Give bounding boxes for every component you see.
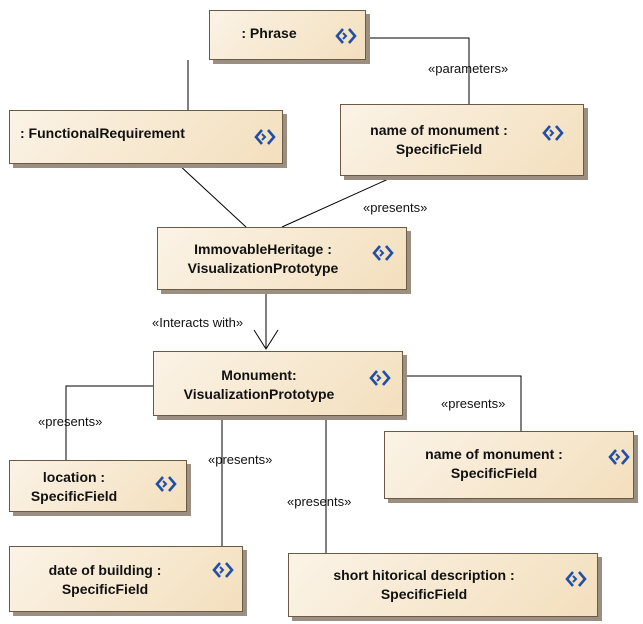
object-instance-icon <box>565 571 587 587</box>
node-label: name of monument : SpecificField <box>341 121 537 159</box>
object-instance-icon <box>212 562 234 578</box>
connector-presents-top <box>281 175 396 228</box>
connector-requirement-heritage <box>177 163 247 228</box>
node-label-line2: SpecificField <box>395 141 483 157</box>
node-label-line2: VisualizationPrototype <box>187 260 339 276</box>
node-label-line1: name of monument : <box>370 122 508 138</box>
node-date-of-building[interactable]: date of building : SpecificField <box>9 546 243 612</box>
object-instance-icon <box>369 370 391 386</box>
node-label: : FunctionalRequirement <box>20 124 250 143</box>
node-label-line2: SpecificField <box>61 581 149 597</box>
node-label-line1: name of monument : <box>425 446 563 462</box>
stereotype-interacts-with: «Interacts with» <box>152 315 244 330</box>
node-location[interactable]: location : SpecificField <box>9 460 187 512</box>
node-label-line1: : Phrase <box>241 25 297 41</box>
node-short-description[interactable]: short hitorical description : SpecificFi… <box>288 553 598 617</box>
node-functional-requirement[interactable]: : FunctionalRequirement <box>9 110 283 164</box>
object-instance-icon <box>254 129 276 145</box>
object-instance-icon <box>608 449 630 465</box>
node-label-line1: date of building : <box>48 562 162 578</box>
stereotype-parameters: «parameters» <box>428 61 509 76</box>
node-label-line2: SpecificField <box>30 488 118 504</box>
node-name-of-monument-top[interactable]: name of monument : SpecificField <box>340 104 584 176</box>
node-phrase[interactable]: : Phrase <box>209 10 366 60</box>
node-label-line1: ImmovableHeritage : <box>194 241 332 257</box>
object-instance-icon <box>155 476 177 492</box>
node-label-line1: short hitorical description : <box>333 567 515 583</box>
node-label-line2: SpecificField <box>450 465 538 481</box>
connector-presents-right <box>403 375 522 431</box>
node-label-line1: : FunctionalRequirement <box>20 125 185 141</box>
connector-parameters <box>366 37 470 104</box>
node-label: : Phrase <box>224 24 314 43</box>
node-label-line2: SpecificField <box>380 586 468 602</box>
node-label: Monument: VisualizationPrototype <box>154 366 364 404</box>
node-label-line1: Monument: <box>221 367 297 383</box>
object-instance-icon <box>335 28 357 44</box>
node-monument[interactable]: Monument: VisualizationPrototype <box>153 351 403 416</box>
node-label-line1: location : <box>42 469 106 485</box>
node-label: short hitorical description : SpecificFi… <box>289 566 559 604</box>
node-name-of-monument-right[interactable]: name of monument : SpecificField <box>384 431 634 499</box>
stereotype-presents-description: «presents» <box>287 494 352 509</box>
node-label: ImmovableHeritage : VisualizationPrototy… <box>158 240 368 278</box>
object-instance-icon <box>372 245 394 261</box>
stereotype-presents-right: «presents» <box>441 396 506 411</box>
arrowhead-interacts-with <box>253 329 279 350</box>
stereotype-presents-left: «presents» <box>38 414 103 429</box>
stereotype-presents-date: «presents» <box>208 452 273 467</box>
node-label: location : SpecificField <box>14 468 134 506</box>
stereotype-presents-top: «presents» <box>363 200 428 215</box>
node-label: date of building : SpecificField <box>10 561 200 599</box>
node-label: name of monument : SpecificField <box>385 445 603 483</box>
node-immovable-heritage[interactable]: ImmovableHeritage : VisualizationPrototy… <box>157 227 407 290</box>
object-instance-icon <box>542 125 564 141</box>
node-label-line2: VisualizationPrototype <box>183 386 335 402</box>
connector-presents-location <box>65 385 153 460</box>
